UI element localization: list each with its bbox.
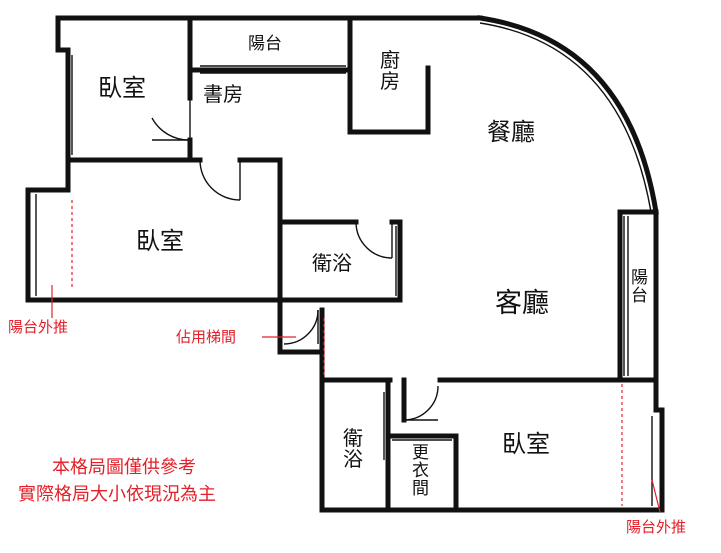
disclaimer-line-1: 本格局圖僅供參考 bbox=[52, 457, 196, 478]
room-label-balcony-top: 陽台 bbox=[248, 34, 282, 54]
room-label-living: 客廳 bbox=[495, 288, 549, 319]
room-label-bedroom-top-left: 臥室 bbox=[98, 74, 146, 102]
walls bbox=[25, 15, 665, 513]
room-label-dining: 餐廳 bbox=[487, 118, 535, 146]
room-label-balcony-right: 陽 台 bbox=[631, 268, 648, 306]
doors bbox=[151, 98, 439, 421]
annotation-lines bbox=[51, 200, 661, 513]
room-label-bathroom-mid: 衛浴 bbox=[312, 251, 352, 275]
windows bbox=[35, 22, 653, 506]
room-label-study: 書房 bbox=[203, 82, 243, 106]
annotation-balcony-extended-left: 陽台外推 bbox=[8, 318, 69, 336]
room-label-bathroom-bottom: 衛 浴 bbox=[343, 426, 363, 471]
room-label-bedroom-bottom: 臥室 bbox=[502, 430, 550, 458]
annotation-balcony-extended-right: 陽台外推 bbox=[626, 518, 687, 536]
room-label-walk-in-closet: 更 衣 間 bbox=[412, 443, 429, 499]
disclaimer-line-2: 實際格局大小依現況為主 bbox=[18, 484, 216, 505]
room-label-kitchen: 廚 房 bbox=[380, 48, 400, 93]
annotation-stair-space: 佔用梯間 bbox=[176, 328, 237, 346]
room-label-bedroom-mid-left: 臥室 bbox=[136, 227, 184, 255]
